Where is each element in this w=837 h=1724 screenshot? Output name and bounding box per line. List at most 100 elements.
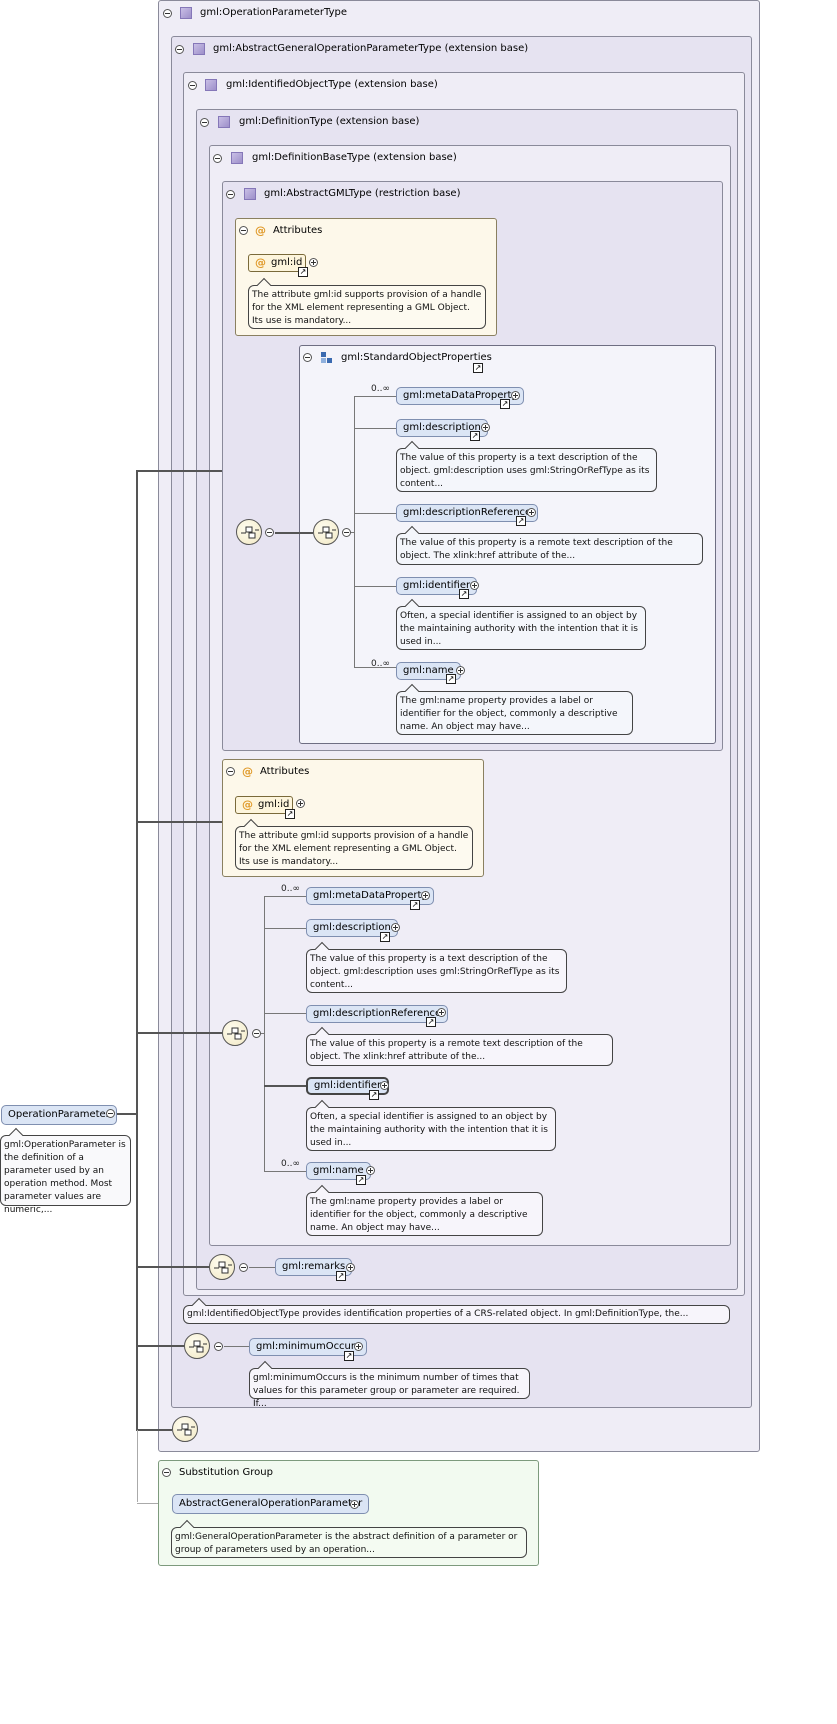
sequence-compositor-icon[interactable] [184, 1333, 210, 1359]
attributes-title-outer: Attributes [260, 766, 310, 777]
collapse-abstract-gml[interactable] [226, 190, 235, 199]
reference-arrow-icon[interactable]: ↗ [410, 900, 420, 910]
attribute-gml-id-inner[interactable]: @gml:id [248, 254, 306, 272]
collapse-root[interactable] [106, 1109, 115, 1118]
collapse-definition[interactable] [200, 118, 209, 127]
connector-line [224, 1346, 249, 1347]
element-identifier-outer[interactable]: gml:identifier [306, 1077, 390, 1095]
branch-line [354, 513, 396, 514]
sequence-compositor-icon[interactable] [313, 519, 339, 545]
reference-arrow-icon[interactable]: ↗ [344, 1351, 354, 1361]
expand-icon[interactable] [481, 423, 490, 432]
branch-line [354, 586, 396, 587]
collapse-operation-parameter-type[interactable] [163, 9, 172, 18]
root-element-operation-parameter[interactable]: OperationParameter [1, 1105, 117, 1125]
expand-icon[interactable] [391, 923, 400, 932]
branch-line [264, 1171, 306, 1172]
reference-arrow-icon[interactable]: ↗ [473, 363, 483, 373]
branch-line [264, 1085, 306, 1087]
group-icon [321, 352, 333, 364]
connector-line [275, 532, 313, 534]
attribute-icon: @ [255, 256, 266, 269]
expand-icon[interactable] [511, 391, 520, 400]
sequence-compositor-icon[interactable] [222, 1020, 248, 1046]
collapse-attributes-inner[interactable] [239, 226, 248, 235]
element-description-reference[interactable]: gml:descriptionReference [396, 504, 539, 522]
collapse-definition-base[interactable] [213, 154, 222, 163]
expand-icon[interactable] [527, 508, 536, 517]
reference-arrow-icon[interactable]: ↗ [356, 1175, 366, 1185]
collapse-sequence[interactable] [252, 1029, 261, 1038]
element-metadataproperty-outer[interactable]: gml:metaDataProperty [306, 887, 435, 905]
doc-description-reference-outer: The value of this property is a remote t… [306, 1034, 613, 1066]
element-description-reference-outer[interactable]: gml:descriptionReference [306, 1005, 449, 1023]
collapse-substitution-group[interactable] [162, 1468, 171, 1477]
complex-type-icon [231, 152, 243, 164]
branch-line [264, 928, 306, 929]
expand-icon[interactable] [354, 1342, 363, 1351]
doc-name-outer: The gml:name property provides a label o… [306, 1192, 543, 1236]
branch-line [354, 428, 396, 429]
expand-icon[interactable] [346, 1263, 355, 1272]
substitution-connector [137, 1503, 171, 1504]
expand-icon[interactable] [350, 1500, 359, 1509]
collapse-sequence[interactable] [239, 1263, 248, 1272]
trunk-branch [136, 1032, 222, 1034]
collapse-sequence[interactable] [342, 528, 351, 537]
sequence-bracket-line [354, 396, 355, 667]
reference-arrow-icon[interactable]: ↗ [369, 1090, 379, 1100]
reference-arrow-icon[interactable]: ↗ [380, 932, 390, 942]
attribute-gml-id-outer[interactable]: @gml:id [235, 796, 293, 814]
occurrence-label: 0..∞ [371, 659, 390, 669]
expand-icon[interactable] [309, 258, 318, 267]
sequence-compositor-icon[interactable] [209, 1254, 235, 1280]
collapse-attributes-outer[interactable] [226, 767, 235, 776]
element-minimum-occurs[interactable]: gml:minimumOccurs [249, 1338, 368, 1356]
type-title-identified-object: gml:IdentifiedObjectType (extension base… [226, 79, 438, 90]
element-abstract-general-operation-parameter[interactable]: AbstractGeneralOperationParameter [172, 1494, 370, 1514]
attribute-icon: @ [242, 765, 253, 778]
reference-arrow-icon[interactable]: ↗ [459, 589, 469, 599]
collapse-sequence[interactable] [265, 528, 274, 537]
doc-description-reference: The value of this property is a remote t… [396, 533, 703, 565]
branch-line [264, 1013, 306, 1014]
reference-arrow-icon[interactable]: ↗ [516, 516, 526, 526]
expand-icon[interactable] [296, 799, 305, 808]
reference-arrow-icon[interactable]: ↗ [285, 809, 295, 819]
reference-arrow-icon[interactable]: ↗ [426, 1017, 436, 1027]
expand-icon[interactable] [470, 581, 479, 590]
complex-type-icon [218, 116, 230, 128]
type-title-abstract-general: gml:AbstractGeneralOperationParameterTyp… [213, 43, 529, 54]
expand-icon[interactable] [421, 891, 430, 900]
collapse-abstract-general[interactable] [175, 45, 184, 54]
expand-icon[interactable] [437, 1008, 446, 1017]
doc-identifier-outer: Often, a special identifier is assigned … [306, 1107, 556, 1151]
trunk-branch [136, 1345, 184, 1347]
expand-icon[interactable] [366, 1166, 375, 1175]
element-metadataproperty[interactable]: gml:metaDataProperty [396, 387, 525, 405]
reference-arrow-icon[interactable]: ↗ [446, 674, 456, 684]
reference-arrow-icon[interactable]: ↗ [500, 399, 510, 409]
reference-arrow-icon[interactable]: ↗ [298, 267, 308, 277]
attribute-doc-inner: The attribute gml:id supports provision … [248, 285, 486, 329]
root-connector [115, 1113, 137, 1115]
reference-arrow-icon[interactable]: ↗ [470, 431, 480, 441]
occurrence-label: 0..∞ [281, 1159, 300, 1169]
substitution-doc: gml:GeneralOperationParameter is the abs… [171, 1527, 527, 1558]
type-title-definition-base: gml:DefinitionBaseType (extension base) [252, 152, 457, 163]
expand-icon[interactable] [380, 1081, 389, 1090]
collapse-identified-object[interactable] [188, 81, 197, 90]
sequence-compositor-icon[interactable] [236, 519, 262, 545]
trunk-branch [136, 821, 222, 823]
element-identifier[interactable]: gml:identifier [396, 577, 478, 595]
collapse-standard-props[interactable] [303, 353, 312, 362]
sequence-compositor-icon[interactable] [172, 1416, 198, 1442]
doc-identified-object: gml:IdentifiedObjectType provides identi… [183, 1305, 730, 1324]
reference-arrow-icon[interactable]: ↗ [336, 1271, 346, 1281]
expand-icon[interactable] [456, 666, 465, 675]
collapse-sequence[interactable] [214, 1342, 223, 1351]
doc-description-outer: The value of this property is a text des… [306, 949, 567, 993]
complex-type-icon [193, 43, 205, 55]
type-title-operation-parameter: gml:OperationParameterType [200, 7, 347, 18]
substitution-connector [137, 1430, 138, 1502]
